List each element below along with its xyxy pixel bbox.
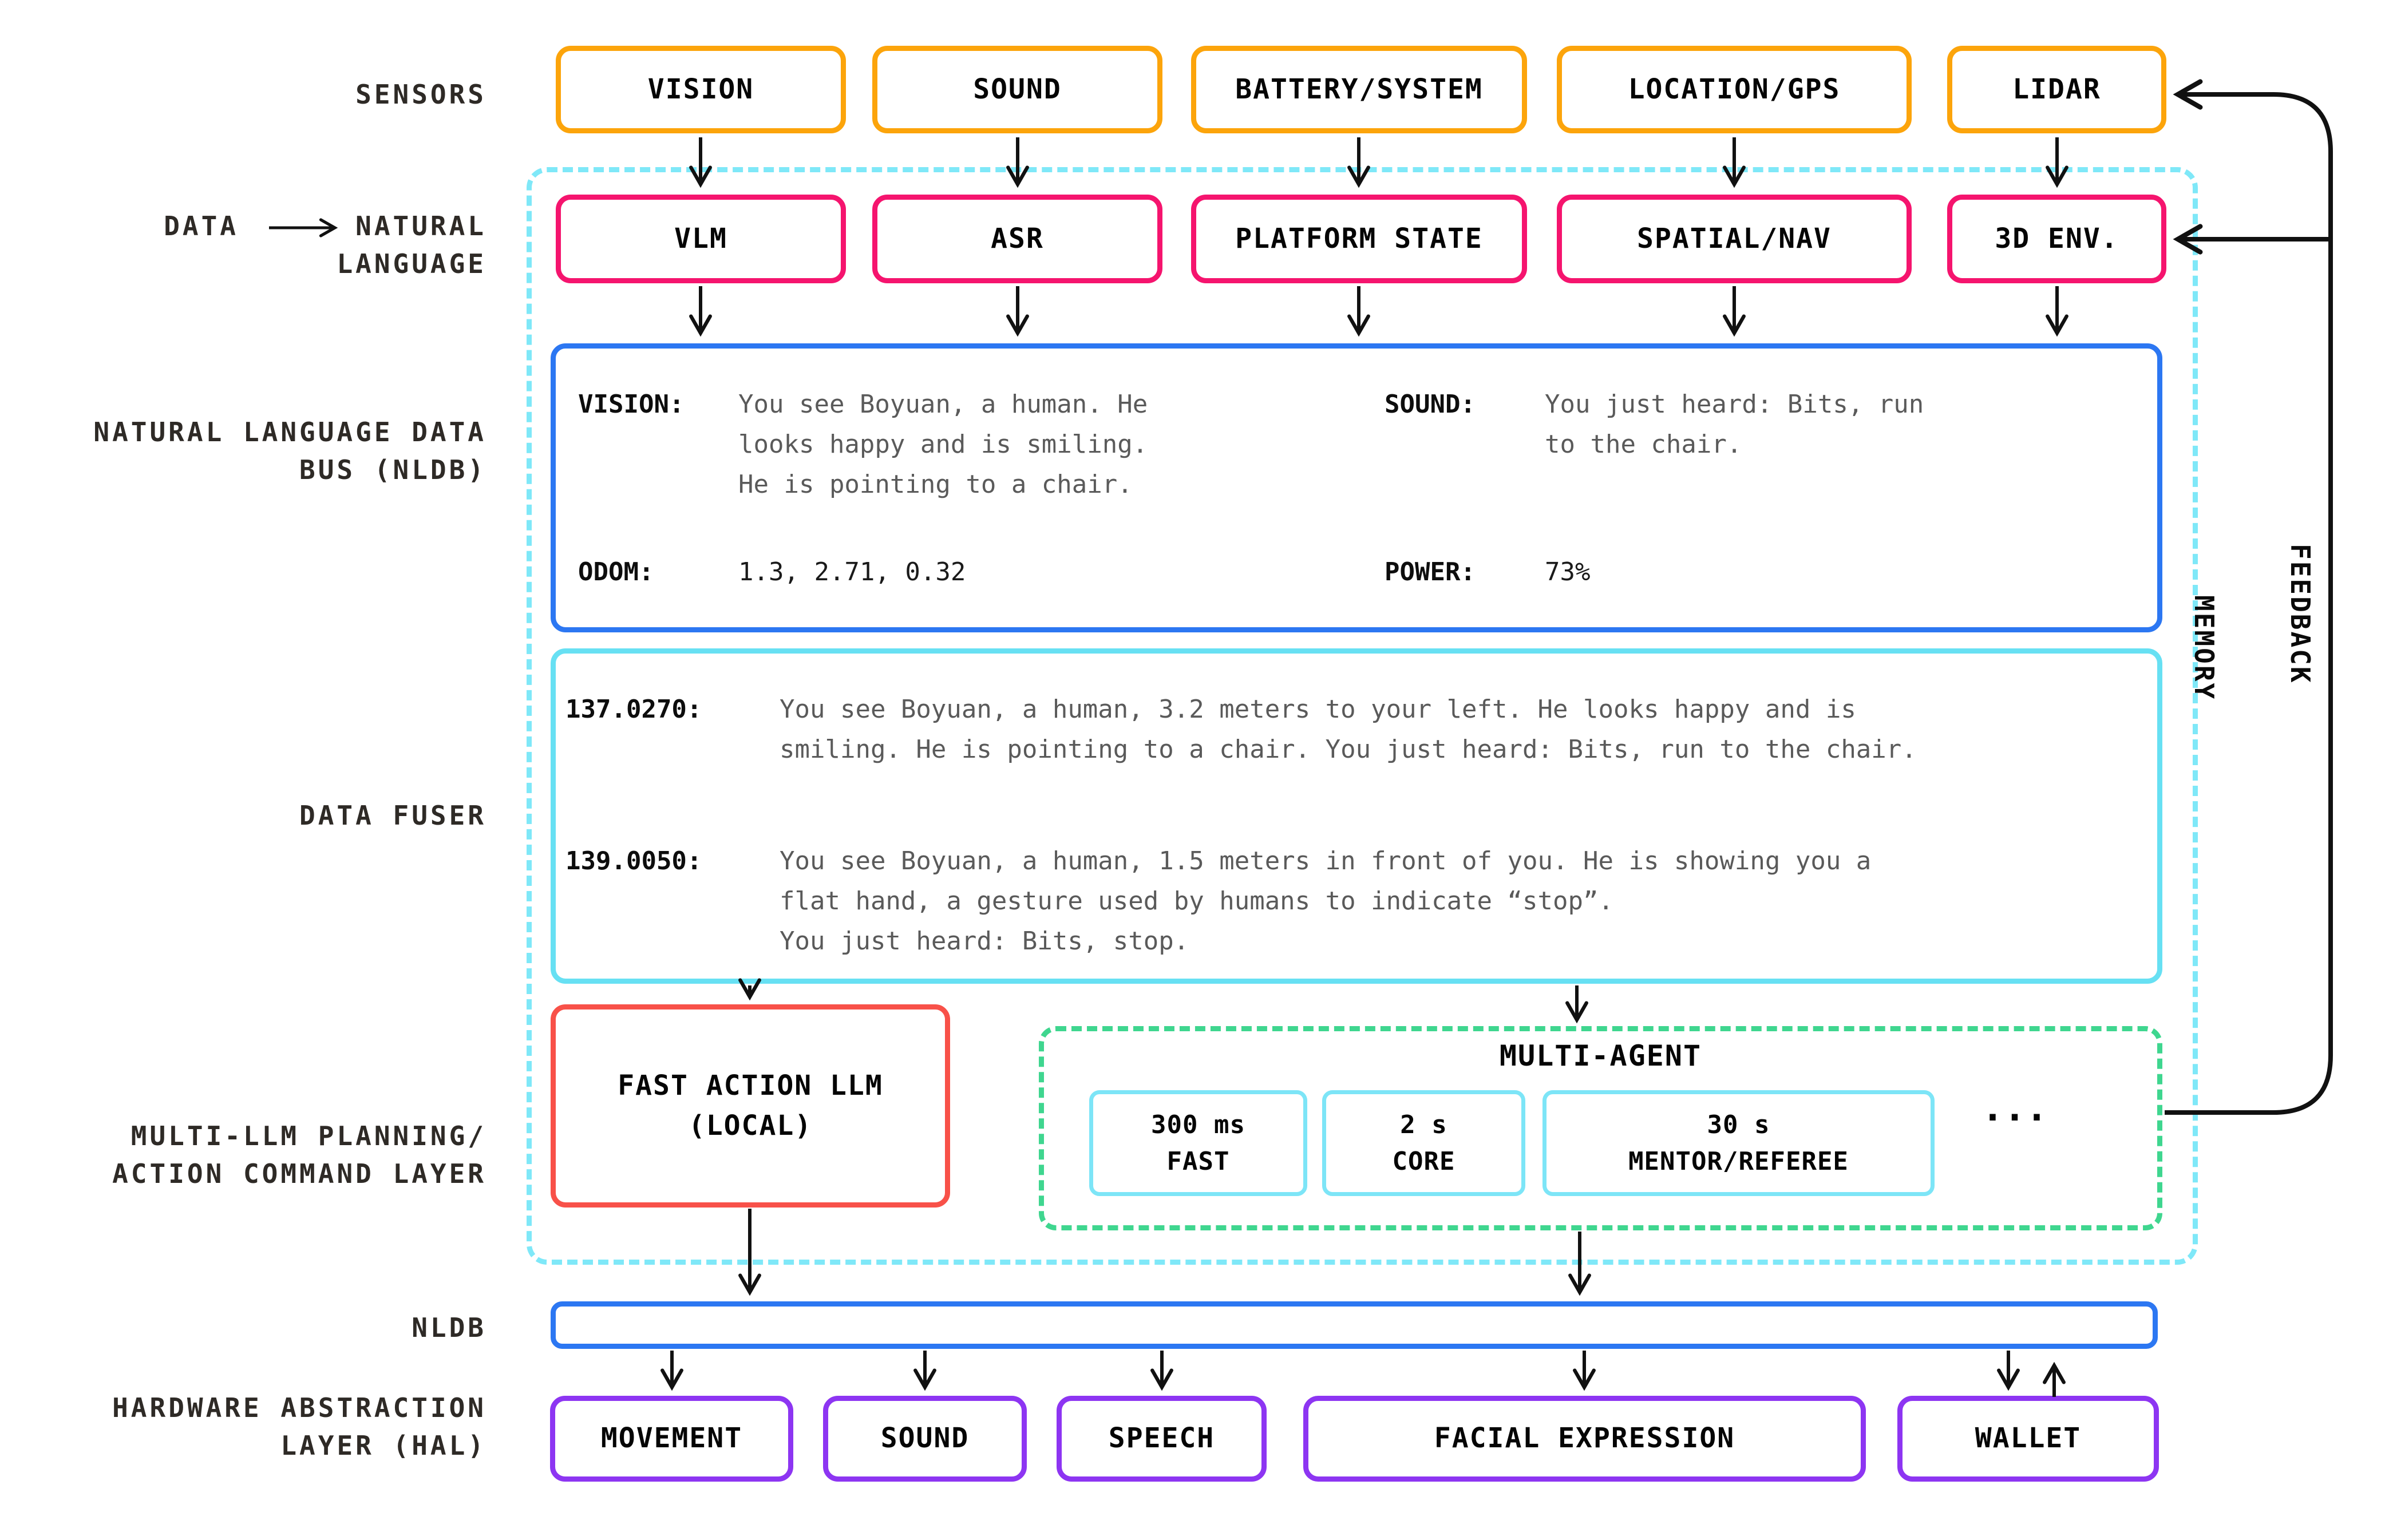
agent-core-time: 2 s: [1400, 1110, 1447, 1139]
fuser-entry-1-text: You see Boyuan, a human, 3.2 meters to y…: [780, 695, 1917, 764]
nl-box-spatial-label: SPATIAL/NAV: [1637, 222, 1832, 255]
agent-fast-label: 300 ms FAST: [1151, 1107, 1245, 1180]
nldb-power-value: 73%: [1545, 557, 1591, 587]
sensors-layer-label: SENSORS: [355, 79, 487, 110]
nl-box-vlm-label: VLM: [674, 222, 727, 255]
hal-facial-label: FACIAL EXPRESSION: [1434, 1422, 1735, 1455]
sensor-box-lidar-label: LIDAR: [2012, 73, 2101, 105]
sensor-box-sound: SOUND: [872, 46, 1162, 133]
hal-box-facial-expression: FACIAL EXPRESSION: [1303, 1396, 1866, 1482]
nldb-power-key: POWER:: [1385, 557, 1476, 587]
sensor-box-lidar: LIDAR: [1947, 46, 2166, 133]
agent-box-core: 2 s CORE: [1322, 1090, 1525, 1196]
nldb-bus-box: [551, 343, 2162, 632]
nl-box-asr: ASR: [872, 195, 1162, 283]
memory-side-label: MEMORY: [2189, 595, 2220, 701]
agent-core-name: CORE: [1392, 1146, 1455, 1176]
nldb-odom-key: ODOM:: [578, 557, 654, 587]
natural-language-label: NATURAL LANGUAGE: [337, 211, 487, 279]
sensor-box-sound-label: SOUND: [973, 73, 1062, 105]
nldb-odom-value: 1.3, 2.71, 0.32: [738, 557, 966, 587]
fuser-entry-2-timestamp: 139.0050:: [565, 846, 702, 876]
nl-box-3denv-label: 3D ENV.: [1995, 222, 2119, 255]
agent-box-mentor-referee: 30 s MENTOR/REFEREE: [1542, 1090, 1935, 1196]
fast-action-llm-label: FAST ACTION LLM (LOCAL): [618, 1069, 883, 1142]
agent-mentor-name: MENTOR/REFEREE: [1628, 1146, 1849, 1176]
hal-box-wallet: WALLET: [1897, 1396, 2159, 1482]
sensor-box-location-label: LOCATION/GPS: [1628, 73, 1841, 105]
nldb-vision-key: VISION:: [578, 390, 685, 419]
multi-agent-title: MULTI-AGENT: [1499, 1039, 1702, 1072]
nldb-output-layer-label: NLDB: [412, 1312, 487, 1343]
agent-box-fast: 300 ms FAST: [1089, 1090, 1307, 1196]
hal-movement-label: MOVEMENT: [600, 1422, 743, 1455]
nl-box-platform-label: PLATFORM STATE: [1235, 222, 1483, 255]
hal-box-speech: SPEECH: [1057, 1396, 1267, 1482]
nl-box-platform-state: PLATFORM STATE: [1191, 195, 1527, 283]
nl-box-asr-label: ASR: [991, 222, 1044, 255]
nl-box-spatial-nav: SPATIAL/NAV: [1557, 195, 1912, 283]
nldb-bus-layer-label: NATURAL LANGUAGE DATA BUS (NLDB): [93, 417, 487, 485]
data-fuser-box: [551, 648, 2162, 984]
hal-box-sound: SOUND: [823, 1396, 1027, 1482]
nldb-sound-entry: SOUND: You just heard: Bits, run to the …: [1385, 385, 1924, 465]
sensor-box-battery-label: BATTERY/SYSTEM: [1235, 73, 1483, 105]
nldb-odom-entry: ODOM: 1.3, 2.71, 0.32: [578, 552, 966, 592]
nldb-vision-entry: VISION: You see Boyuan, a human. He look…: [578, 385, 1148, 505]
fuser-entry-1-timestamp: 137.0270:: [565, 695, 702, 724]
agent-mentor-time: 30 s: [1707, 1110, 1770, 1139]
multi-agent-dashed-container: [1039, 1026, 2162, 1230]
nl-box-3d-env: 3D ENV.: [1947, 195, 2166, 283]
nldb-output-bus: [551, 1301, 2158, 1349]
nldb-sound-key: SOUND:: [1385, 390, 1476, 419]
sensor-box-battery-system: BATTERY/SYSTEM: [1191, 46, 1527, 133]
nldb-vision-value: You see Boyuan, a human. He looks happy …: [738, 390, 1148, 499]
fuser-entry-2-text: You see Boyuan, a human, 1.5 meters in f…: [780, 846, 1872, 956]
fast-action-llm-box: FAST ACTION LLM (LOCAL): [551, 1004, 950, 1208]
hal-box-movement: MOVEMENT: [550, 1396, 793, 1482]
hal-sound-label: SOUND: [880, 1422, 970, 1455]
feedback-side-label: FEEDBACK: [2285, 544, 2316, 684]
agent-fast-time: 300 ms: [1151, 1110, 1245, 1139]
multi-llm-layer-label: MULTI-LLM PLANNING/ ACTION COMMAND LAYER: [112, 1121, 487, 1189]
sensor-box-vision-label: VISION: [647, 73, 754, 105]
nldb-sound-value: You just heard: Bits, run to the chair.: [1545, 390, 1924, 459]
fuser-entry-2: 139.0050: You see Boyuan, a human, 1.5 m…: [565, 841, 1871, 961]
agent-mentor-label: 30 s MENTOR/REFEREE: [1628, 1107, 1849, 1180]
hal-speech-label: SPEECH: [1108, 1422, 1215, 1455]
nl-box-vlm: VLM: [556, 195, 846, 283]
nldb-power-entry: POWER: 73%: [1385, 552, 1590, 592]
agent-core-label: 2 s CORE: [1393, 1107, 1455, 1180]
sensor-box-vision: VISION: [556, 46, 846, 133]
more-agents-ellipsis: ...: [1981, 1087, 2048, 1130]
data-fuser-layer-label: DATA FUSER: [299, 800, 487, 831]
data-label: DATA: [164, 211, 239, 242]
agent-fast-name: FAST: [1166, 1146, 1230, 1176]
sensor-box-location-gps: LOCATION/GPS: [1557, 46, 1912, 133]
hal-layer-label: HARDWARE ABSTRACTION LAYER (HAL): [112, 1392, 487, 1461]
fuser-entry-1: 137.0270: You see Boyuan, a human, 3.2 m…: [565, 690, 1917, 770]
hal-wallet-label: WALLET: [1975, 1422, 2082, 1455]
